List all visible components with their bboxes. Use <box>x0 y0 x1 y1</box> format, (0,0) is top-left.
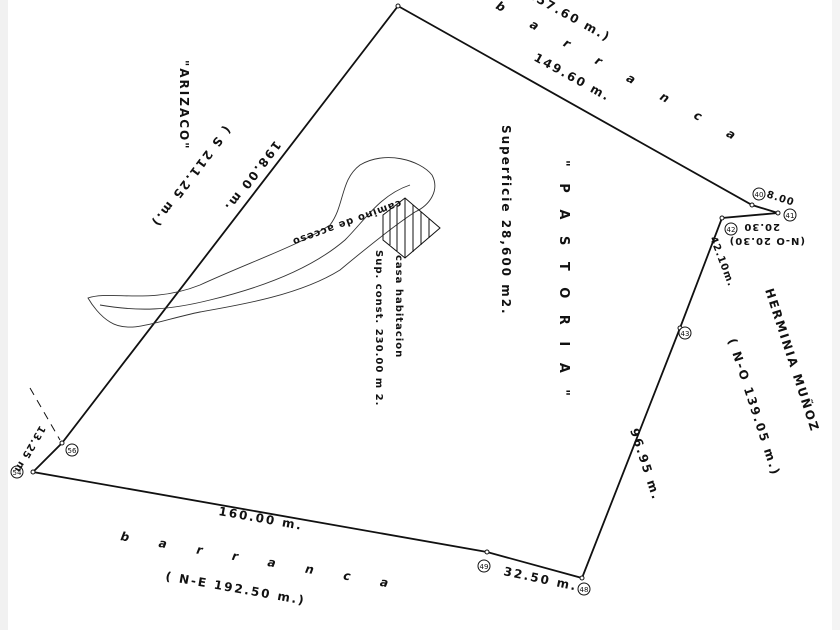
west-short: 13.25 m <box>11 424 47 475</box>
left-margin <box>0 0 8 630</box>
house-area: Sup. const. 230.00 m 2. <box>373 250 384 406</box>
property-boundary <box>31 5 779 580</box>
property-name: " P A S T O R I A " <box>556 160 571 402</box>
right-margin <box>832 0 840 630</box>
south-title: ( N-E 192.50 m.) <box>164 569 306 607</box>
ne-title: (N-O 20.30) <box>729 235 805 246</box>
road-label: camino de acceso <box>290 197 402 247</box>
house-hatch <box>382 197 441 259</box>
ne-short-1: 8.00 <box>765 189 796 208</box>
ne-short-2: 20.30 <box>743 221 780 232</box>
point-56: 56 <box>68 447 77 455</box>
west-neighbor: "ARIZACO" <box>177 60 191 151</box>
point-40: 40 <box>755 191 764 199</box>
point-48: 48 <box>580 586 589 594</box>
east-length: 96.95 m. <box>627 427 664 503</box>
point-49: 49 <box>480 563 489 571</box>
point-41: 41 <box>786 212 795 220</box>
point-labels <box>10 187 797 596</box>
road-inner-line <box>99 184 411 310</box>
point-42: 42 <box>727 226 736 234</box>
east-title: ( N-O 139.05 m.) <box>725 337 783 478</box>
south-length: 160.00 m. <box>217 504 304 533</box>
house-label: casa habitacion <box>393 255 404 358</box>
point-54: 54 <box>13 469 22 477</box>
north-neighbor: b a r r a n c a <box>494 0 750 149</box>
access-road <box>87 157 436 328</box>
dashed-line <box>29 387 61 441</box>
point-43: 43 <box>681 330 690 338</box>
east-neighbor: HERMINIA MUÑOZ <box>762 286 823 434</box>
south-neighbor: b a r r a n c a <box>119 529 402 592</box>
west-length: 198.00 m. <box>221 138 284 215</box>
property-area: Superficie 28,600 m2. <box>499 125 513 316</box>
south-short: 32.50 m. <box>502 564 578 593</box>
vertex-markers <box>30 3 781 581</box>
